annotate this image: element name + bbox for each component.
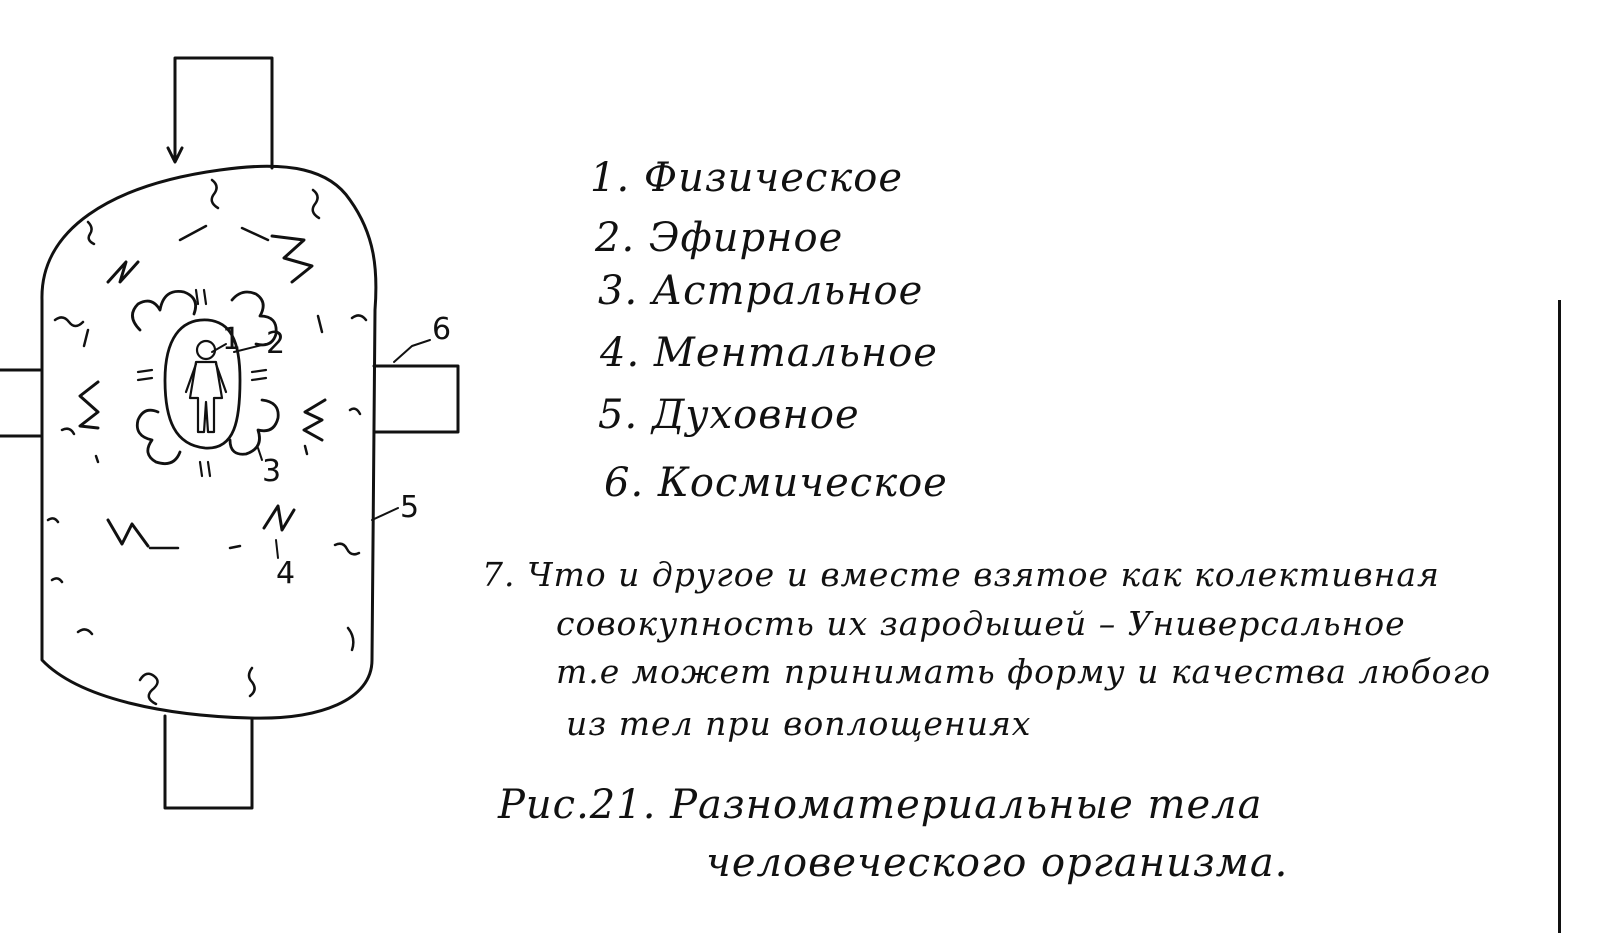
top-channel-arrow xyxy=(166,146,184,164)
callout-6: 6 xyxy=(432,312,452,347)
page-edge-rule xyxy=(1558,300,1561,933)
legend-item-cosmic: 6. Космическое xyxy=(604,460,948,506)
physical-body-figure xyxy=(184,339,228,434)
bottom-channel-shape xyxy=(163,714,254,810)
top-channel-shape xyxy=(173,56,274,170)
callout-leader-2 xyxy=(233,343,267,353)
callout-leader-4 xyxy=(275,539,279,559)
callout-2: 2 xyxy=(266,326,286,361)
tick-marks xyxy=(136,288,268,478)
dash-marks xyxy=(82,224,324,550)
outer-capsule-shape xyxy=(40,164,378,720)
zigzag-marks xyxy=(78,234,327,548)
callout-4: 4 xyxy=(276,556,296,591)
legend-item-etheric: 2. Эфирное xyxy=(595,215,844,261)
callout-leader-3 xyxy=(257,447,263,461)
legend-item-physical: 1. Физическое xyxy=(590,155,904,201)
legend-item-spiritual: 5. Духовное xyxy=(598,392,860,438)
callout-leader-1 xyxy=(211,343,227,353)
astral-cloud-shape xyxy=(131,290,280,466)
left-channel-shape xyxy=(0,368,42,438)
callout-1: 1 xyxy=(222,322,242,357)
callout-leader-5 xyxy=(371,507,399,521)
note-line-3: т.е может принимать форму и качества люб… xyxy=(556,652,1492,691)
note-line-4: из тел при воплощениях xyxy=(566,704,1032,743)
legend-item-mental: 4. Ментальное xyxy=(600,330,938,376)
note-line-2: совокупность их зародышей – Универсально… xyxy=(556,604,1406,643)
legend-item-astral: 3. Астральное xyxy=(598,268,924,314)
callout-5: 5 xyxy=(400,490,420,525)
caption-line-1: Рис.21. Разноматериальные тела xyxy=(498,782,1263,828)
right-channel-shape xyxy=(372,364,460,434)
callout-3: 3 xyxy=(262,454,282,489)
note-line-1: 7. Что и другое и вместе взятое как коле… xyxy=(482,555,1440,594)
wave-marks xyxy=(46,178,368,706)
callout-leader-6 xyxy=(393,339,431,363)
caption-line-2: человеческого организма. xyxy=(706,840,1289,886)
